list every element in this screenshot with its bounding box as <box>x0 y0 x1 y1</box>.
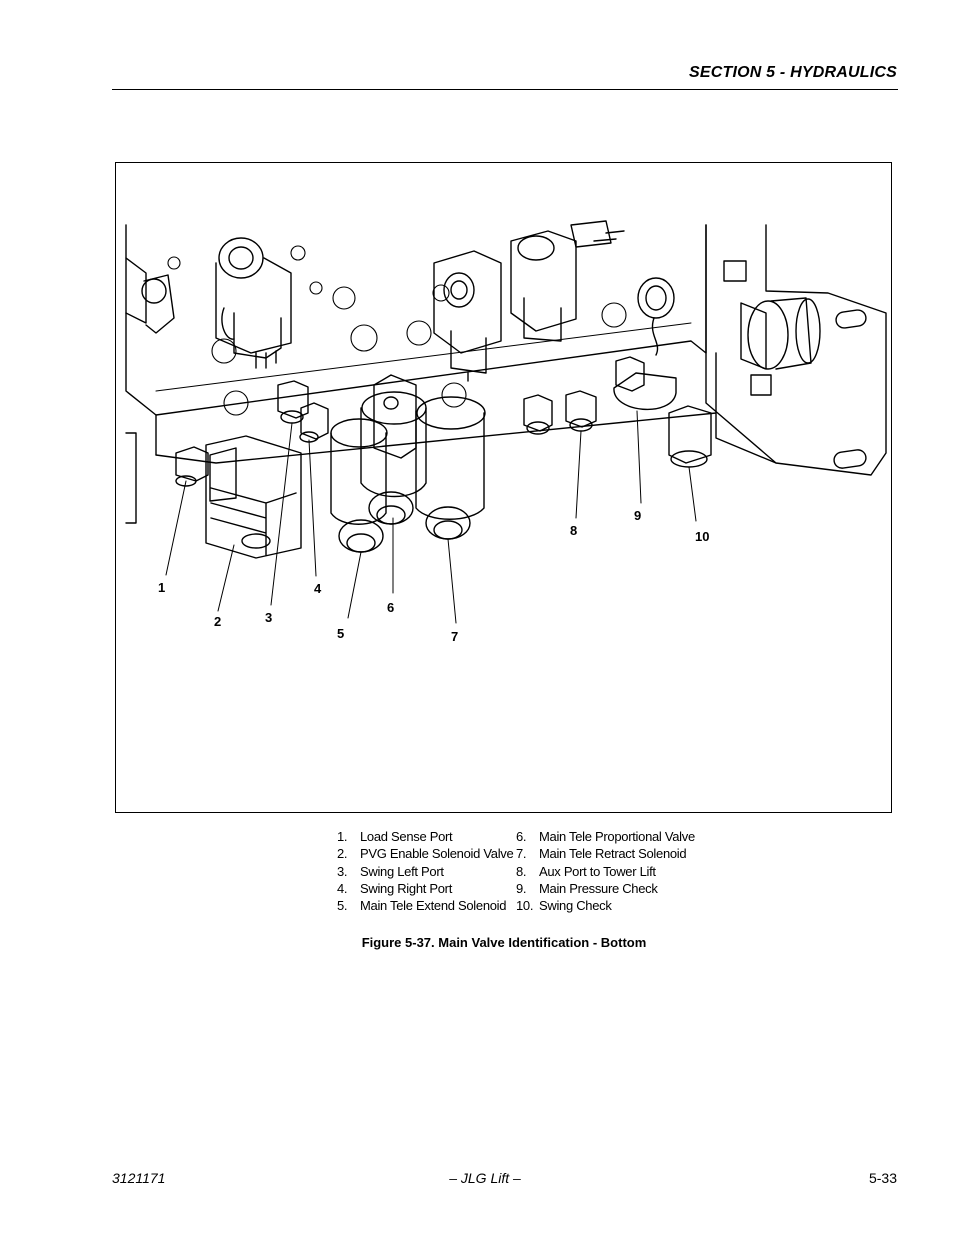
legend-left: 1.Load Sense Port 2.PVG Enable Solenoid … <box>337 828 514 914</box>
legend-item: 9.Main Pressure Check <box>516 880 658 896</box>
figure-frame: 1 2 3 4 5 6 7 8 9 10 <box>115 162 892 813</box>
callout-2: 2 <box>214 614 221 629</box>
legend-item: 1.Load Sense Port <box>337 829 453 844</box>
callout-7: 7 <box>451 629 458 644</box>
callout-1: 1 <box>158 580 165 595</box>
callout-3: 3 <box>265 610 272 625</box>
legend-item: 8.Aux Port to Tower Lift <box>516 863 656 879</box>
callout-6: 6 <box>387 600 394 615</box>
legend-item: 2.PVG Enable Solenoid Valve <box>337 846 514 862</box>
legend-item: 6.Main Tele Proportional Valve <box>516 829 695 844</box>
valve-illustration: 1 2 3 4 5 6 7 8 9 10 <box>125 220 887 644</box>
legend-item: 7.Main Tele Retract Solenoid <box>516 846 687 862</box>
callout-9: 9 <box>634 508 641 523</box>
page-number: 5-33 <box>868 1170 897 1186</box>
legend-right: 6.Main Tele Proportional Valve 7.Main Te… <box>516 828 695 914</box>
legend-item: 3.Swing Left Port <box>337 863 444 879</box>
callout-4: 4 <box>314 581 322 596</box>
legend-item: 5.Main Tele Extend Solenoid <box>337 898 507 914</box>
section-title: SECTION 5 - HYDRAULICS <box>689 64 897 81</box>
publisher: – JLG Lift – <box>449 1170 521 1186</box>
header-rule <box>112 89 898 90</box>
doc-number: 3121171 <box>112 1170 166 1186</box>
callout-5: 5 <box>337 626 344 641</box>
callout-8: 8 <box>570 523 577 538</box>
legend-item: 4.Swing Right Port <box>337 880 453 896</box>
legend-item: 10.Swing Check <box>516 898 612 914</box>
callout-10: 10 <box>695 529 709 544</box>
figure-caption: Figure 5-37. Main Valve Identification -… <box>361 935 647 950</box>
